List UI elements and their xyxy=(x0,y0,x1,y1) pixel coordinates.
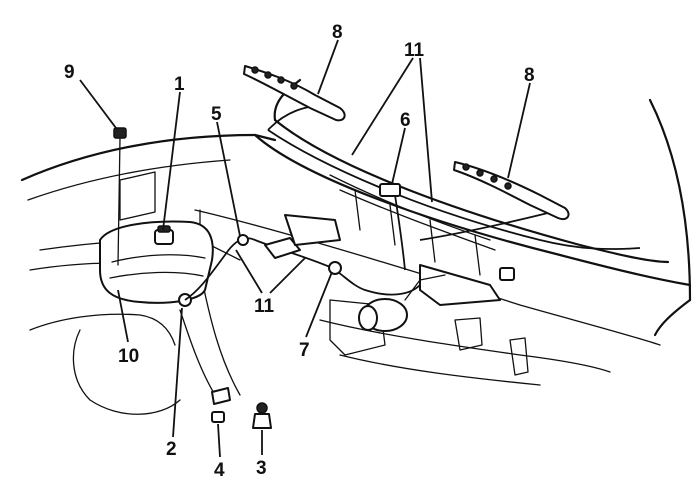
callout-6: 6 xyxy=(400,110,411,131)
bolt-shank xyxy=(117,137,121,266)
reservoir-body xyxy=(99,220,214,304)
leader-8b xyxy=(507,82,531,179)
callout-1: 1 xyxy=(174,74,185,95)
wiper-arm-left xyxy=(243,65,346,122)
firewall-bracket xyxy=(454,317,483,351)
vent-slot-1 xyxy=(354,189,361,231)
fender-top-line xyxy=(27,159,231,201)
callout-7: 7 xyxy=(299,340,310,361)
nut-3-top xyxy=(256,402,268,414)
firewall-bracket-2 xyxy=(509,337,529,376)
callout-10: 10 xyxy=(118,346,139,367)
right-arm-bead-3 xyxy=(490,175,498,183)
callout-5: 5 xyxy=(211,104,222,125)
hose-vertical-drop xyxy=(394,194,406,271)
hose-clip-5 xyxy=(237,234,249,246)
leader-5 xyxy=(216,121,241,237)
right-arm-bead-1 xyxy=(462,163,470,171)
callout-11-bottom: 11 xyxy=(254,296,275,317)
leader-6 xyxy=(391,127,406,185)
reservoir-ridge xyxy=(111,254,206,263)
reservoir-ridge-2 xyxy=(109,271,204,279)
leader-lines xyxy=(79,39,531,458)
right-arm-bead-4 xyxy=(504,182,512,190)
callout-2: 2 xyxy=(166,439,177,460)
right-pillar xyxy=(648,98,692,302)
nut-3 xyxy=(252,402,272,429)
grommet-4 xyxy=(211,387,231,423)
cowl-inner-plate xyxy=(284,214,341,246)
motor-linkage xyxy=(404,274,446,301)
callout-8-left: 8 xyxy=(332,22,343,43)
wiper-arm-right xyxy=(453,161,570,220)
grommet-4-top xyxy=(211,387,231,405)
left-arm-bead-1 xyxy=(251,66,259,74)
leader-11b-2 xyxy=(269,257,306,294)
left-arm-bead-2 xyxy=(264,71,272,79)
hood-edge xyxy=(20,133,277,182)
leader-11b-1 xyxy=(235,249,263,294)
leader-11a-2 xyxy=(419,57,433,203)
bolt-9 xyxy=(113,127,127,266)
wiper-motor xyxy=(358,274,446,332)
callout-8-right: 8 xyxy=(524,65,535,86)
leader-7 xyxy=(305,271,333,338)
leader-9 xyxy=(79,79,117,129)
leader-8a xyxy=(317,39,339,95)
callout-labels: 1 2 3 4 5 6 7 8 8 9 10 11 11 xyxy=(64,22,535,481)
callout-4: 4 xyxy=(214,460,225,481)
cowl-access-panel xyxy=(419,264,501,306)
bolt-head xyxy=(113,127,127,139)
left-arm-bead-3 xyxy=(277,76,285,84)
left-arm-bead-4 xyxy=(290,82,298,90)
hose-tee-connector xyxy=(328,261,342,275)
callout-9: 9 xyxy=(64,62,75,83)
bracket-left xyxy=(264,237,301,259)
pump-motor-bracket xyxy=(264,214,341,259)
wheel-house xyxy=(72,329,181,415)
callout-11-top: 11 xyxy=(404,40,425,61)
callout-3: 3 xyxy=(256,458,267,479)
cowl-upper-line xyxy=(273,118,670,264)
left-fender-lower xyxy=(29,313,176,346)
cowl-grille-bar xyxy=(329,174,491,241)
frame-rail-2 xyxy=(179,309,216,396)
leader-1 xyxy=(162,91,181,231)
washer-reservoir xyxy=(99,220,214,307)
lower-cowl-2 xyxy=(339,354,541,386)
right-arm-bead-2 xyxy=(476,169,484,177)
vent-slot-3 xyxy=(429,219,436,263)
leader-4 xyxy=(217,423,221,458)
clip-right xyxy=(499,267,515,281)
vent-slot-4 xyxy=(474,234,481,276)
right-arm-body xyxy=(453,161,570,220)
motor-end-cap xyxy=(358,305,378,331)
washer-nozzle-6 xyxy=(379,183,401,197)
grommet-4-base xyxy=(211,411,225,423)
nut-3-body xyxy=(252,413,272,429)
leader-2 xyxy=(172,307,183,438)
leader-11a-1 xyxy=(351,57,414,156)
cowl-bracket-1 xyxy=(119,171,156,221)
windshield-base xyxy=(273,78,302,122)
cowl-front-edge xyxy=(253,133,692,287)
leader-10 xyxy=(117,289,129,343)
right-fender xyxy=(653,298,692,337)
vent-slot-2 xyxy=(389,204,396,246)
